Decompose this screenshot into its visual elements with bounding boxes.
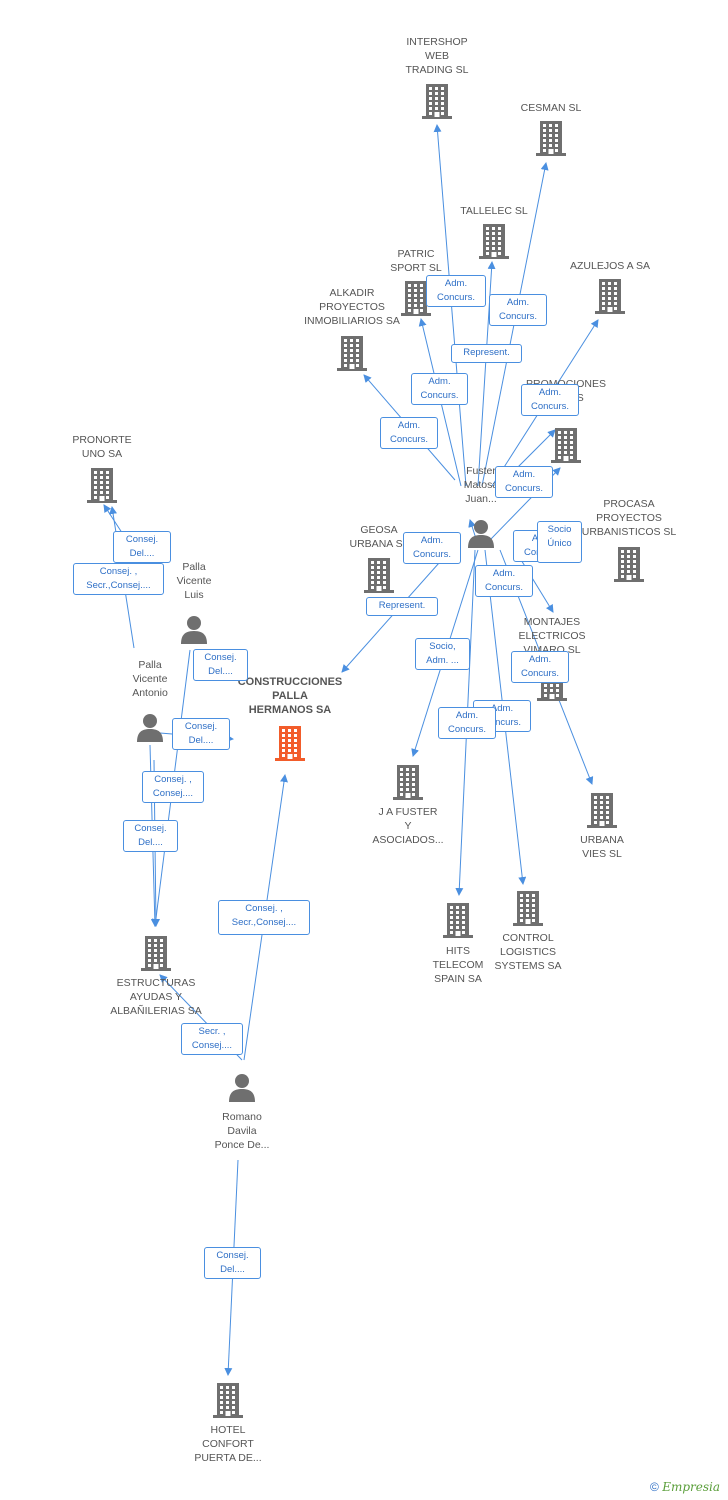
building-icon	[364, 558, 394, 593]
relation-label[interactable]: Adm. Concurs.	[475, 565, 533, 597]
node-label: HITS TELECOM SPAIN SA	[432, 945, 484, 985]
relation-label[interactable]: Consej. , Secr.,Consej....	[218, 900, 310, 935]
building-icon	[393, 765, 423, 800]
building-icon	[337, 336, 367, 371]
node-label: CESMAN SL	[520, 102, 582, 114]
copyright-symbol: ©	[650, 1480, 659, 1494]
building-icon	[536, 121, 566, 156]
relation-label[interactable]: Adm. Concurs.	[403, 532, 461, 564]
relation-label[interactable]: Represent.	[366, 597, 438, 616]
node-label: CONSTRUCCIONES PALLA HERMANOS SA	[237, 676, 343, 716]
building-icon	[443, 903, 473, 938]
relation-label[interactable]: Adm. Concurs.	[521, 384, 579, 416]
brand-logo[interactable]: Empresia	[662, 1480, 720, 1494]
relation-label[interactable]: Consej. Del....	[123, 820, 178, 852]
building-icon	[422, 84, 452, 119]
relation-label[interactable]: Consej. , Secr.,Consej....	[73, 563, 164, 595]
relation-label[interactable]: Adm. Concurs.	[511, 651, 569, 683]
person-icon	[137, 714, 163, 742]
node-label: PATRIC SPORT SL	[390, 248, 442, 274]
building-icon	[595, 279, 625, 314]
node-label: PRONORTE UNO SA	[72, 434, 132, 460]
relation-label[interactable]: Consej. Del....	[113, 531, 171, 563]
building-icon	[275, 726, 305, 761]
relation-label[interactable]: Consej. Del....	[204, 1247, 261, 1279]
node-label: INTERSHOP WEB TRADING SL	[405, 36, 469, 76]
node-label: Fuster Matosa Juan...	[463, 465, 499, 505]
building-icon	[401, 281, 431, 316]
node-label: URBANA VIES SL	[580, 834, 624, 860]
building-icon	[141, 936, 171, 971]
node-label: AZULEJOS A SA	[570, 260, 650, 272]
relation-label[interactable]: Socio Único	[537, 521, 582, 563]
building-icon	[213, 1383, 243, 1418]
person-icon	[181, 616, 207, 644]
relation-label[interactable]: Secr. , Consej....	[181, 1023, 243, 1055]
relation-label[interactable]: Consej. , Consej....	[142, 771, 204, 803]
building-icon	[479, 224, 509, 259]
person-icon	[229, 1074, 255, 1102]
node-label: J A FUSTER Y ASOCIADOS...	[372, 806, 444, 846]
building-icon	[587, 793, 617, 828]
node-label: CONTROL LOGISTICS SYSTEMS SA	[494, 932, 562, 972]
relation-label[interactable]: Adm. Concurs.	[411, 373, 468, 405]
node-label: Palla Vicente Antonio	[132, 659, 168, 699]
node-label: ESTRUCTURAS AYUDAS Y ALBAÑILERIAS SA	[110, 977, 202, 1017]
node-label: ALKADIR PROYECTOS INMOBILIARIOS SA	[304, 287, 400, 327]
relation-label[interactable]: Consej. Del....	[172, 718, 230, 750]
relation-label[interactable]: Adm. Concurs.	[426, 275, 486, 307]
node-label: Palla Vicente Luis	[176, 561, 212, 601]
building-icon	[614, 547, 644, 582]
person-icon	[468, 520, 494, 548]
relation-label[interactable]: Adm. Concurs.	[495, 466, 553, 498]
relation-label[interactable]: Represent.	[451, 344, 522, 363]
node-label: Romano Davila Ponce De...	[214, 1111, 270, 1151]
node-label: HOTEL CONFORT PUERTA DE...	[194, 1424, 262, 1464]
relation-label[interactable]: Adm. Concurs.	[380, 417, 438, 449]
building-icon	[513, 891, 543, 926]
relation-label[interactable]: Adm. Concurs.	[438, 707, 496, 739]
node-label: PROCASA PROYECTOS URBANISTICOS SL	[581, 498, 677, 538]
node-label: TALLELEC SL	[460, 205, 528, 217]
building-icon	[551, 428, 581, 463]
building-icon	[87, 468, 117, 503]
relation-label[interactable]: Adm. Concurs.	[489, 294, 547, 326]
footer: © Empresia	[650, 1480, 720, 1494]
relation-label[interactable]: Socio, Adm. ...	[415, 638, 470, 670]
relation-label[interactable]: Consej. Del....	[193, 649, 248, 681]
